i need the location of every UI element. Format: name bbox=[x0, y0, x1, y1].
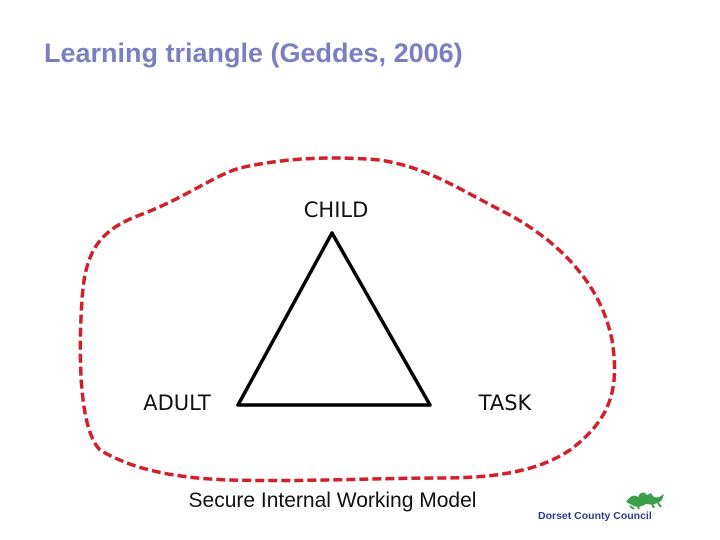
node-task: TASK bbox=[478, 391, 533, 415]
logo-text: Dorset County Council bbox=[538, 510, 652, 522]
slide-title: Learning triangle (Geddes, 2006) bbox=[44, 38, 463, 68]
learning-triangle bbox=[236, 231, 432, 407]
diagram-caption: Secure Internal Working Model bbox=[188, 489, 477, 512]
dragon-icon bbox=[626, 492, 664, 510]
node-adult: ADULT bbox=[143, 391, 211, 415]
secure-base-boundary bbox=[78, 156, 617, 483]
dorset-county-council-logo: Dorset County Council bbox=[538, 488, 673, 528]
node-child: CHILD bbox=[304, 198, 369, 222]
